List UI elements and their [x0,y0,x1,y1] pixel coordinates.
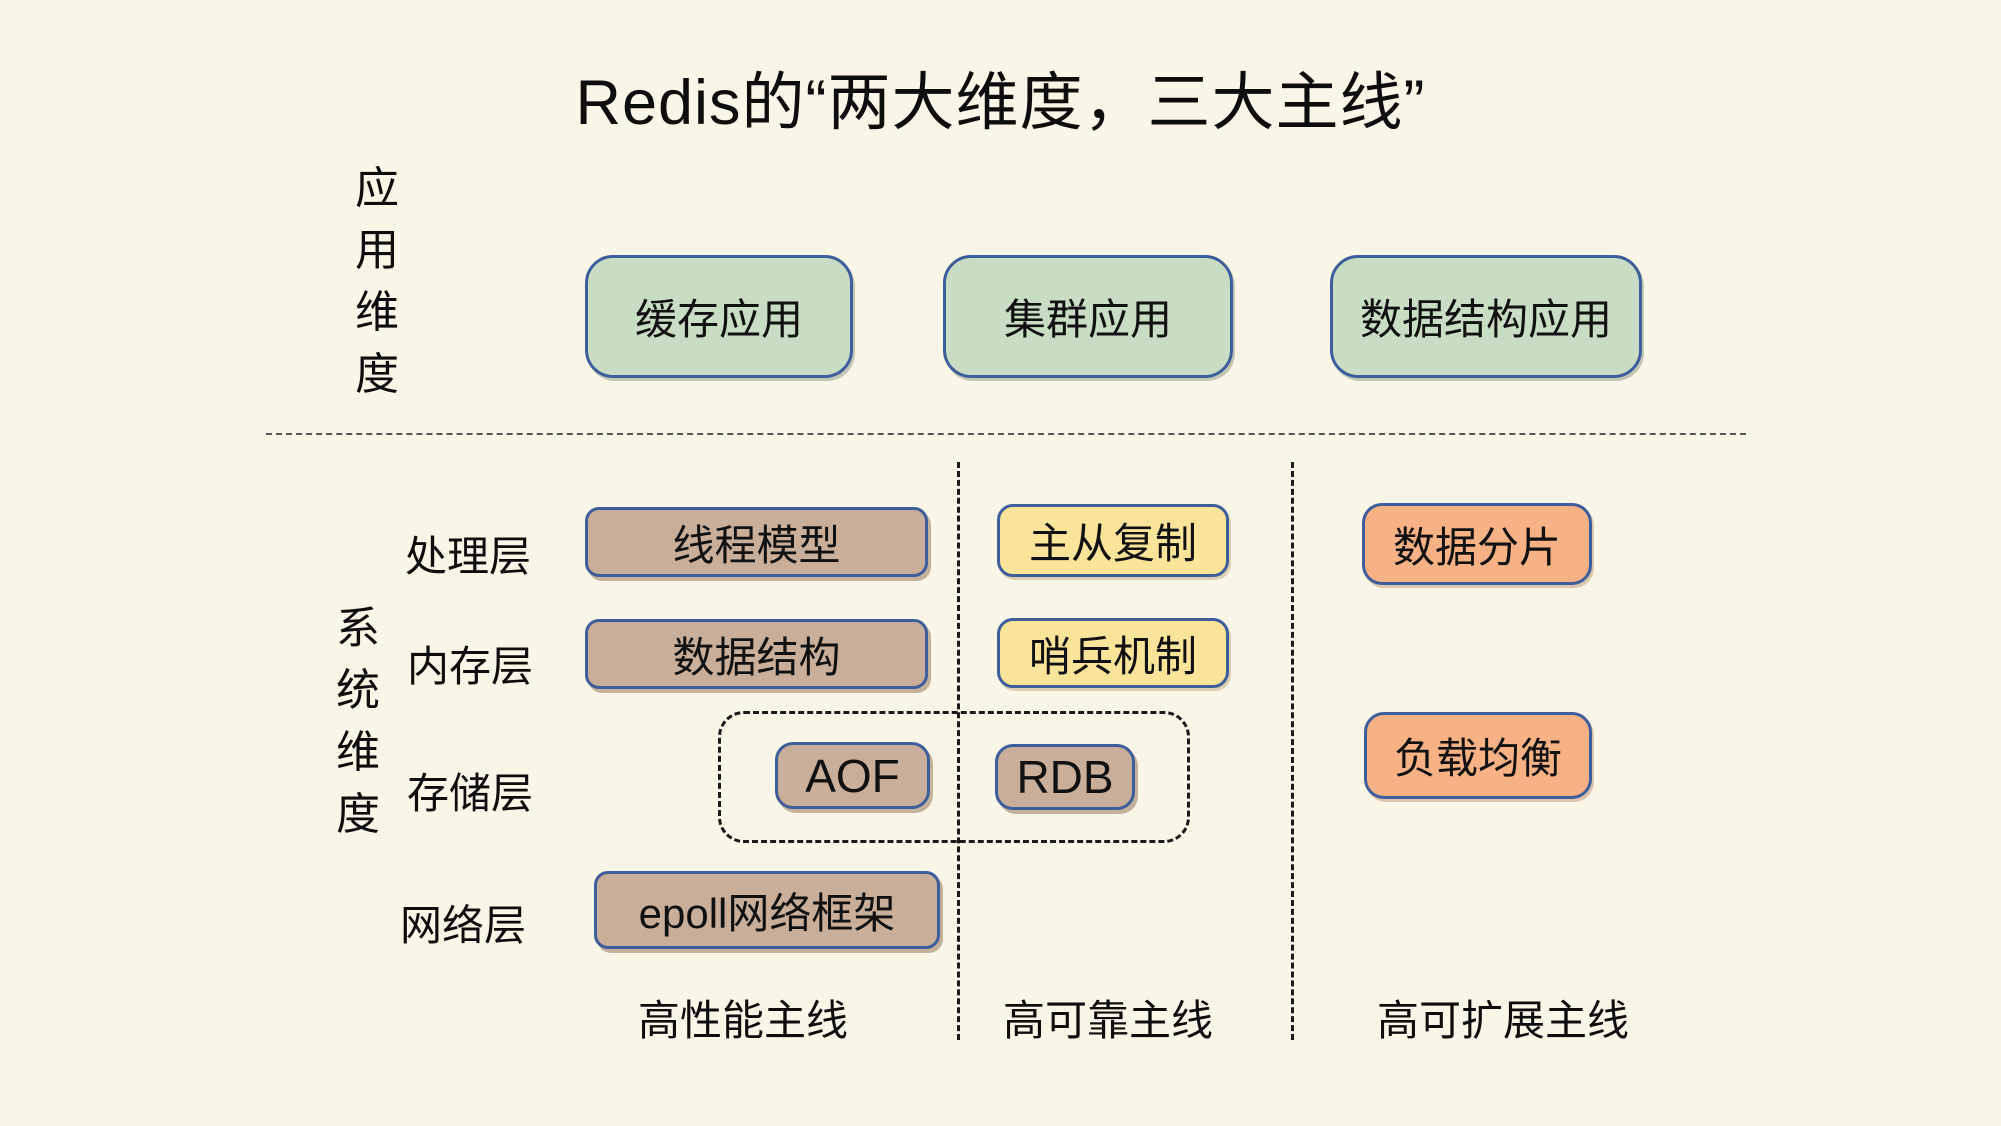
box-master-slave-replication: 主从复制 [997,504,1229,577]
persistence-group-outline [718,711,1190,843]
mainline-divider-1 [957,462,960,1040]
dimension-divider-line [266,433,1746,435]
mainline-high-performance: 高性能主线 [638,997,849,1044]
layer-label-memory: 内存层 [407,643,534,690]
layer-label-network: 网络层 [400,902,527,949]
box-epoll-framework: epoll网络框架 [594,871,940,949]
box-rdb: RDB [995,744,1135,810]
layer-label-processing: 处理层 [405,533,532,580]
box-cluster-application: 集群应用 [943,255,1233,378]
box-data-structure: 数据结构 [585,619,928,689]
box-data-structure-application: 数据结构应用 [1330,255,1642,378]
box-cache-application: 缓存应用 [585,255,853,378]
mainline-high-reliability: 高可靠主线 [1003,997,1214,1044]
box-data-sharding: 数据分片 [1362,503,1592,585]
box-load-balancing: 负载均衡 [1364,712,1592,799]
box-aof: AOF [775,742,930,809]
system-dimension-label: 系统维度 [336,604,380,839]
mainline-divider-2 [1291,462,1294,1040]
box-thread-model: 线程模型 [585,507,928,577]
mainline-high-scalability: 高可扩展主线 [1377,997,1630,1044]
diagram-title: Redis的“两大维度，三大主线” [575,68,1426,138]
app-dimension-label: 应用维度 [355,164,399,399]
layer-label-storage: 存储层 [407,770,534,817]
box-sentinel-mechanism: 哨兵机制 [997,618,1229,688]
